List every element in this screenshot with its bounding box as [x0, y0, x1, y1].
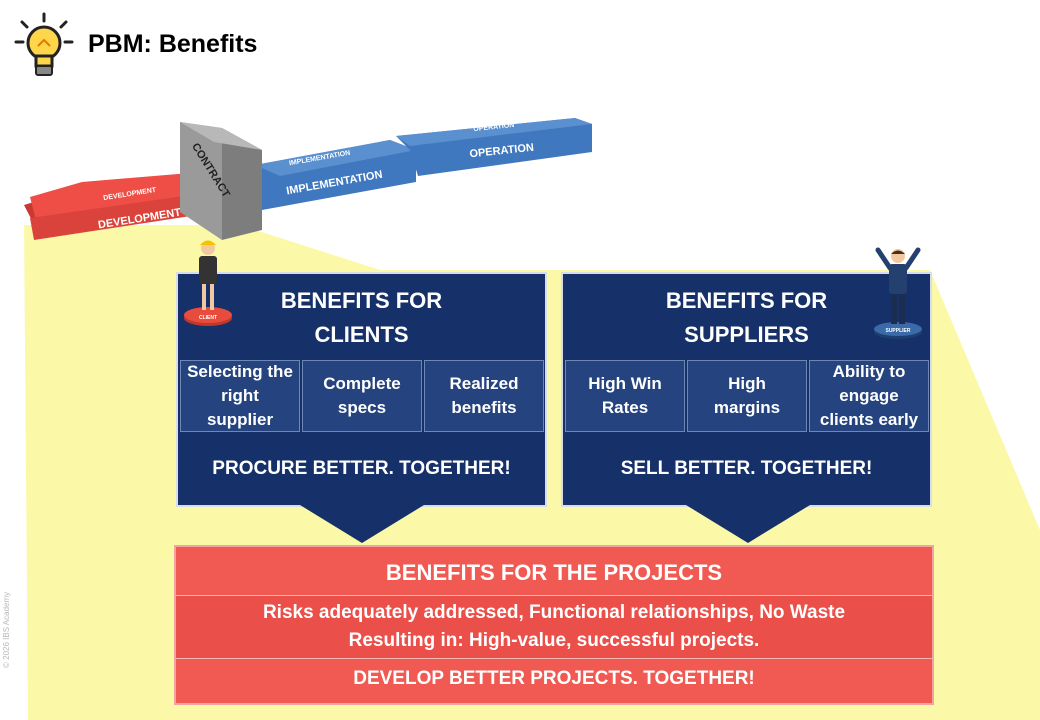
svg-text:SUPPLIER: SUPPLIER	[885, 328, 910, 334]
projects-title: BENEFITS FOR THE PROJECTS	[385, 560, 723, 585]
suppliers-down-arrow	[686, 505, 810, 543]
copyright-text: © 2026 IBS Academy	[2, 591, 11, 668]
timeline-implementation-bar: IMPLEMENTATION IMPLEMENTATION	[255, 140, 416, 210]
clients-title: BENEFITS FOR CLIENTS	[280, 288, 443, 347]
page-title: PBM: Benefits	[88, 30, 258, 58]
timeline-contract-wall: CONTRACT	[180, 122, 262, 240]
projects-tagline: DEVELOP BETTER PROJECTS. TOGETHER!	[353, 668, 755, 689]
client-figure-icon: CLIENT	[184, 240, 232, 326]
projects-result-line: Resulting in: High-value, successful pro…	[348, 630, 760, 651]
clients-tagline: PROCURE BETTER. TOGETHER!	[212, 458, 511, 479]
projects-benefits-line: Risks adequately addressed, Functional r…	[262, 602, 846, 623]
suppliers-tagline: SELL BETTER. TOGETHER!	[620, 458, 873, 479]
suppliers-title: BENEFITS FOR SUPPLIERS	[665, 288, 828, 347]
projects-benefits-band: Risks adequately addressed, Functional r…	[176, 595, 932, 659]
projects-panel: BENEFITS FOR THE PROJECTS Risks adequate…	[174, 545, 934, 705]
svg-text:OPERATION: OPERATION	[473, 122, 515, 133]
timeline-operation-bar: OPERATION OPERATION	[396, 118, 592, 176]
lightbulb-icon	[14, 12, 74, 80]
supplier-figure-icon: SUPPLIER	[874, 247, 922, 339]
clients-down-arrow	[300, 505, 424, 543]
svg-text:CLIENT: CLIENT	[199, 315, 217, 321]
project-timeline: DEVELOPMENT DEVELOPMENT IMPLEMENTATION I…	[24, 118, 592, 240]
